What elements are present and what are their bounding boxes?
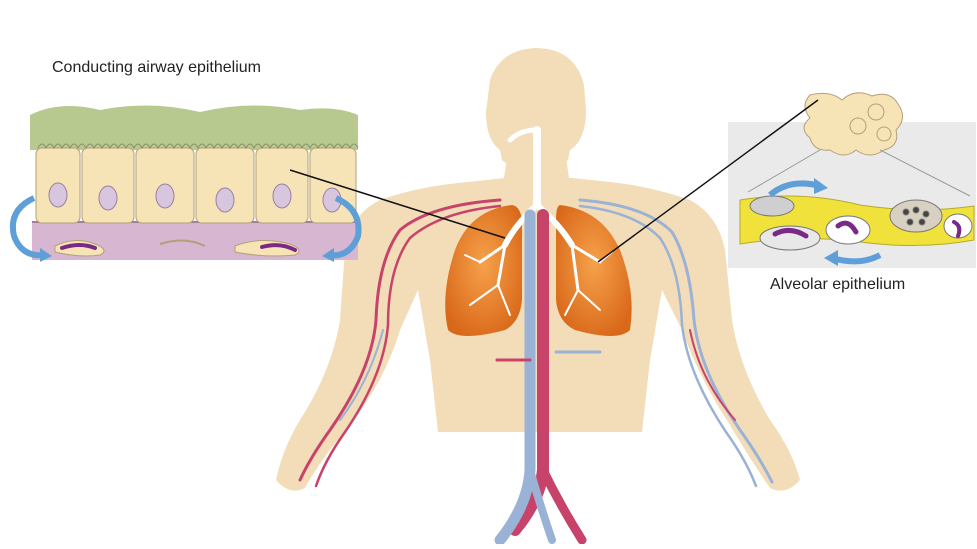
mucus-layer <box>30 105 358 150</box>
alveolar-epithelium-label: Alveolar epithelium <box>770 276 905 294</box>
columnar-cells <box>36 148 356 223</box>
conducting-airway-epithelium-panel <box>13 105 359 262</box>
alveolar-epithelium-panel <box>728 93 976 268</box>
alveolar-sac <box>804 93 903 155</box>
conducting-airway-label: Conducting airway epithelium <box>52 59 261 77</box>
